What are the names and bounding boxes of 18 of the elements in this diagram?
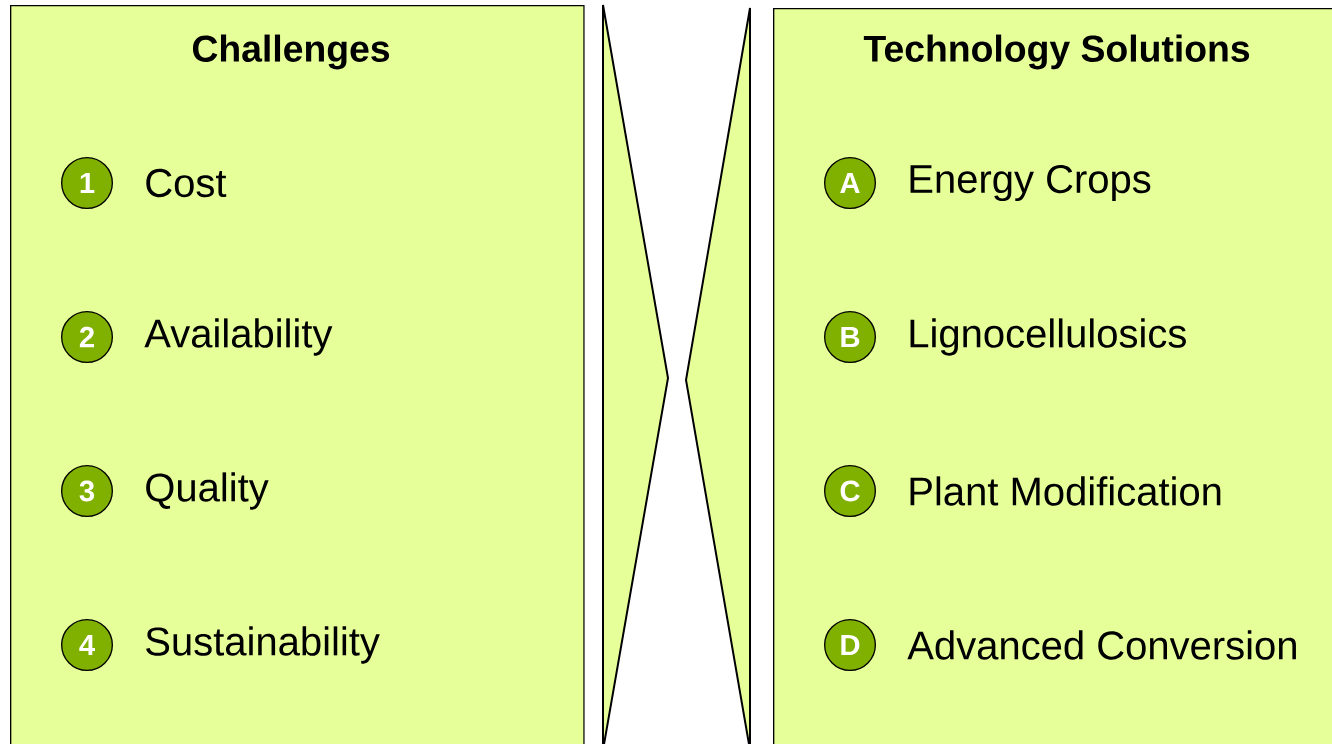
item-label: Plant Modification [910, 476, 1221, 506]
number-badge: 1 [61, 157, 113, 209]
number-badge: A [824, 157, 876, 209]
panel-title: Challenges [192, 34, 390, 70]
number-badge: 3 [61, 465, 113, 517]
number-badge: D [824, 619, 876, 671]
number-badge: C [824, 465, 876, 517]
number-badge: B [824, 311, 876, 363]
number-badge: 2 [61, 311, 113, 363]
panel-title: Technology Solutions [863, 34, 1250, 70]
item-label: Advanced Conversion [907, 630, 1296, 660]
item-label: Quality [146, 472, 269, 510]
item-label: Availability [144, 318, 333, 356]
item-label: Energy Crops [910, 164, 1151, 202]
number-badge: 4 [61, 619, 113, 671]
item-label: Sustainability [146, 626, 380, 664]
item-label: Lignocellulosics [910, 318, 1186, 356]
item-label: Cost [146, 168, 227, 198]
